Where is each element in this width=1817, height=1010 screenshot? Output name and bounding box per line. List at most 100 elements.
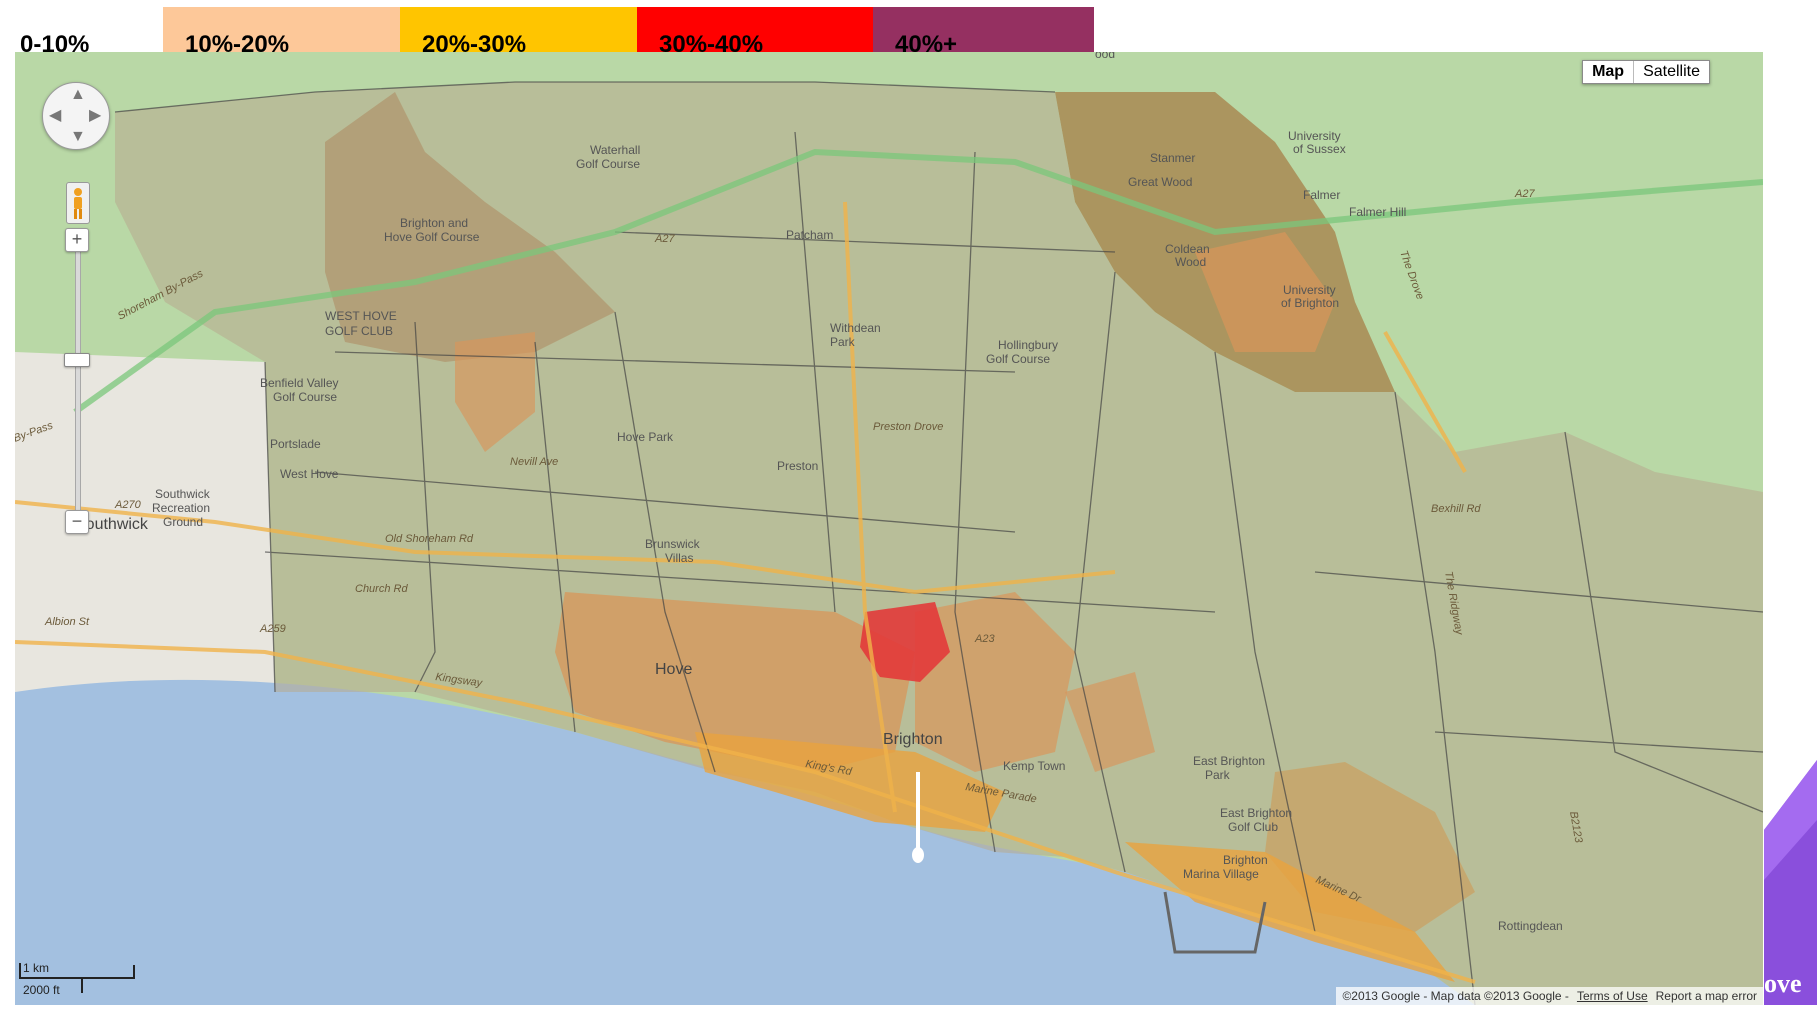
- label-marina-2: Marina Village: [1183, 867, 1259, 881]
- scale-km: 1 km: [23, 961, 50, 975]
- ward-overlay-base: [115, 82, 1763, 1005]
- palace-pier: [916, 772, 920, 852]
- map-type-satellite-button[interactable]: Satellite: [1643, 63, 1700, 80]
- label-benfield-2: Golf Course: [273, 390, 337, 404]
- label-university-sussex: University: [1288, 129, 1341, 143]
- label-west-hove-golf-2: GOLF CLUB: [325, 324, 393, 338]
- label-a27-east: A27: [1514, 188, 1535, 200]
- scale-bar: 1 km 2000 ft: [19, 961, 139, 1001]
- label-southwick-rec-3: Ground: [163, 515, 203, 529]
- label-kemp-town: Kemp Town: [1003, 759, 1065, 773]
- label-golf-2: Hove Golf Course: [384, 230, 480, 244]
- roads: [15, 201, 1476, 984]
- label-preston-drove: Preston Drove: [873, 421, 943, 433]
- label-portslade: Portslade: [270, 437, 321, 451]
- label-marina: Brighton: [1223, 853, 1268, 867]
- band-hove-central: [555, 592, 915, 772]
- scale-tick: [19, 963, 21, 979]
- label-rottingdean: Rottingdean: [1498, 919, 1563, 933]
- label-patcham: Patcham: [786, 228, 833, 242]
- label-stanmer: Stanmer: [1150, 151, 1195, 165]
- label-east-brighton-golf-2: Golf Club: [1228, 820, 1278, 834]
- scale-tick: [81, 979, 83, 993]
- label-bexhill-rd: Bexhill Rd: [1431, 503, 1481, 515]
- band-city-centre: [860, 602, 950, 682]
- label-east-brighton-park: East Brighton: [1193, 754, 1265, 768]
- band-coldean: [1195, 232, 1335, 352]
- pan-up-icon[interactable]: ▲: [70, 86, 86, 103]
- label-brunswick-2: Villas: [665, 551, 693, 565]
- label-hove: Hove: [655, 661, 692, 678]
- zoom-slider-thumb[interactable]: [64, 353, 90, 368]
- label-benfield: Benfield Valley: [260, 376, 339, 390]
- label-preston: Preston: [777, 459, 818, 473]
- label-withdean: Withdean: [830, 321, 881, 335]
- pegman-icon: [74, 188, 82, 219]
- label-hollingbury: Hollingbury: [998, 338, 1058, 352]
- map-canvas[interactable]: Waterhall Golf Course Brighton and Hove …: [15, 52, 1763, 1005]
- label-a23: A23: [974, 633, 995, 645]
- band-west-hove-north: [455, 332, 535, 452]
- pan-left-icon[interactable]: ◀: [49, 107, 62, 124]
- attribution-copyright: ©2013 Google - Map data ©2013 Google -: [1342, 989, 1569, 1003]
- zoom-in-button[interactable]: +: [65, 228, 89, 252]
- label-brunswick: Brunswick: [645, 537, 701, 551]
- map-type-control: Map Satellite: [1582, 60, 1710, 84]
- label-east-brighton-park-2: Park: [1205, 768, 1231, 782]
- label-university-sussex-2: of Sussex: [1293, 142, 1346, 156]
- label-a270: A270: [114, 499, 142, 511]
- report-map-error-link[interactable]: Report a map error: [1655, 989, 1757, 1003]
- map-attribution: ©2013 Google - Map data ©2013 Google - T…: [1336, 987, 1763, 1005]
- label-southwick: Southwick: [75, 516, 149, 533]
- label-waterhall-2: Golf Course: [576, 157, 640, 171]
- street-view-pegman-icon[interactable]: [66, 182, 90, 224]
- brand-shape-icon: [1764, 760, 1817, 1005]
- label-university-brighton: University: [1283, 283, 1336, 297]
- brand-logo-text: ove: [1764, 969, 1802, 998]
- scale-line: [19, 977, 135, 979]
- label-withdean-2: Park: [830, 335, 856, 349]
- brand-corner-graphic: ove: [1764, 760, 1817, 1005]
- label-coldean-2: Wood: [1175, 255, 1206, 269]
- label-hove-park: Hove Park: [617, 430, 674, 444]
- label-west-hove-golf: WEST HOVE: [325, 309, 397, 323]
- label-southwick-rec-2: Recreation: [152, 501, 210, 515]
- label-hollingbury-2: Golf Course: [986, 352, 1050, 366]
- pan-control-icon[interactable]: ▲ ◀ ▶ ▼: [42, 82, 110, 150]
- sea: [15, 679, 1475, 1005]
- map-viewport[interactable]: Waterhall Golf Course Brighton and Hove …: [15, 52, 1763, 1005]
- label-waterhall: Waterhall: [590, 143, 640, 157]
- label-coldean: Coldean: [1165, 242, 1210, 256]
- label-falmer: Falmer: [1303, 188, 1340, 202]
- label-church-rd: Church Rd: [355, 583, 408, 595]
- terms-of-use-link[interactable]: Terms of Use: [1576, 989, 1648, 1003]
- zoom-out-button[interactable]: −: [65, 510, 89, 534]
- band-marina: [1125, 842, 1455, 982]
- pan-right-icon[interactable]: ▶: [89, 107, 102, 124]
- label-great-wood: Great Wood: [1128, 175, 1192, 189]
- scale-ft: 2000 ft: [23, 983, 60, 997]
- label-falmer-hill: Falmer Hill: [1349, 205, 1406, 219]
- label-cut-wood: ood: [1095, 52, 1115, 61]
- label-old-shoreham: Old Shoreham Rd: [385, 533, 474, 545]
- scale-tick: [133, 965, 135, 979]
- label-west-hove: West Hove: [280, 467, 339, 481]
- ward-boundaries: [114, 81, 1763, 1005]
- label-east-brighton-golf: East Brighton: [1220, 806, 1292, 820]
- pan-down-icon[interactable]: ▼: [70, 128, 86, 145]
- label-southwick-rec: Southwick: [155, 487, 211, 501]
- zoom-slider-track[interactable]: [75, 238, 81, 516]
- label-a259: A259: [259, 623, 286, 635]
- label-brighton: Brighton: [883, 731, 943, 748]
- label-golf-1: Brighton and: [400, 216, 468, 230]
- band-kemptown-east: [1065, 672, 1155, 772]
- a27-bypass: [73, 148, 1763, 415]
- label-nevill-ave: Nevill Ave: [510, 456, 558, 468]
- label-albion-st: Albion St: [44, 616, 90, 628]
- label-university-brighton-2: of Brighton: [1281, 296, 1339, 310]
- pier-head: [912, 847, 924, 863]
- map-type-map-button[interactable]: Map: [1583, 61, 1635, 83]
- marina-breakwater: [1163, 891, 1267, 954]
- label-a27: A27: [654, 233, 675, 245]
- band-brighton-east: [915, 592, 1075, 772]
